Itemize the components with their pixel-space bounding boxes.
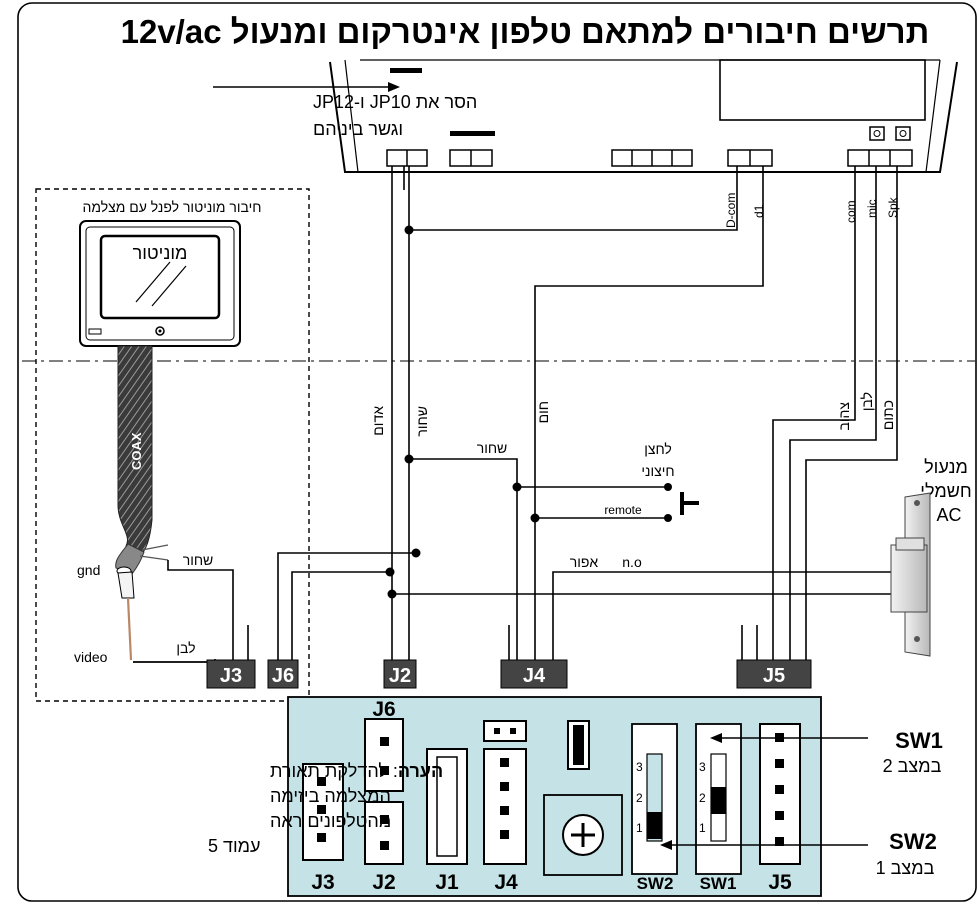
- pcb-label-sw2: SW2: [637, 874, 674, 893]
- note-line4: עמוד 5: [208, 836, 261, 856]
- sw2-tick-1: 1: [636, 821, 643, 835]
- lock-label-line2: חשמלי: [920, 481, 971, 501]
- coax-white-label: לבן: [176, 640, 195, 656]
- jumper-note-line2: וגשר ביניהם: [313, 119, 403, 139]
- button-black-label: שחור: [477, 440, 508, 456]
- wire-label-brown: חום: [535, 401, 551, 423]
- cable-connector-j6: J6: [272, 665, 294, 687]
- cable-connector-j5: J5: [763, 665, 785, 687]
- lock-label-line3: AC: [936, 505, 961, 525]
- electric-lock: [890, 492, 931, 657]
- cable-connector-j4: J4: [523, 665, 546, 687]
- terminal-block: [386, 126, 913, 167]
- pcb-label-j2: J2: [372, 871, 395, 894]
- monitor-section-box: [35, 188, 310, 702]
- sw1-position: במצב 2: [883, 756, 942, 776]
- sw2-name: SW2: [889, 829, 937, 854]
- terminal-label-spk: Spk: [886, 196, 900, 218]
- lock-label-line1: מנעול: [924, 457, 968, 477]
- cable-connectors: [206, 659, 812, 689]
- monitor-screen-label: מוניטור: [133, 243, 188, 263]
- pcb-label-j4: J4: [494, 871, 518, 894]
- coax-end: [115, 543, 169, 661]
- jumper-note-line1: הסר את JP10 ו-JP12: [313, 92, 477, 112]
- sw2-tick-3: 3: [636, 760, 643, 774]
- terminal-label-dcom: D-com: [724, 193, 738, 228]
- pcb-label-j3: J3: [311, 871, 334, 894]
- sw1-tick-2: 2: [699, 791, 706, 805]
- pcb-board: [287, 696, 822, 897]
- pcb-label-j1: J1: [435, 871, 459, 894]
- note-line2: המצלמה ביזימה: [270, 786, 391, 806]
- pcb-label-sw1: SW1: [700, 874, 737, 893]
- wires: [133, 166, 898, 663]
- external-button: [680, 492, 699, 515]
- monitor: [79, 220, 241, 347]
- sw1-tick-3: 3: [699, 760, 706, 774]
- junction-dots: [385, 225, 672, 599]
- note-bold: הערה: [398, 761, 443, 781]
- terminal-label-com: com: [844, 200, 858, 223]
- terminal-label-mic: mic: [865, 199, 879, 218]
- wire-label-yellow: צהוב: [836, 402, 852, 431]
- lock-gray-label: אפור: [570, 554, 599, 570]
- gnd-label: gnd: [77, 562, 100, 578]
- wire-label-red: אדום: [370, 406, 386, 436]
- lock-no-label: n.o: [622, 554, 642, 570]
- wire-label-black: שחור: [414, 406, 430, 437]
- note-line3: מהטלפונים ראה: [270, 811, 391, 831]
- button-label-line2: חיצוני: [641, 463, 674, 479]
- coax-label: COAX: [129, 432, 144, 470]
- wire-label-white: לבן: [859, 392, 875, 411]
- outer-frame: [17, 2, 977, 902]
- button-label-line1: לחצן: [644, 441, 672, 457]
- intercom-unit: [329, 59, 958, 173]
- wire-label-orange: כתום: [880, 400, 896, 430]
- cable-connector-j3: J3: [220, 665, 242, 687]
- note-line1: הערה: להדלקת תאורת: [270, 761, 443, 781]
- cable-connector-j2: J2: [389, 665, 411, 687]
- video-label: video: [74, 649, 108, 665]
- pcb-label-j6: J6: [372, 698, 395, 721]
- terminal-label-d1: d1: [752, 204, 766, 218]
- monitor-section-caption: חיבור מוניטור לפנל עם מצלמה: [83, 199, 262, 215]
- note-rest: : להדלקת תאורת: [270, 761, 398, 781]
- coax-black-label: שחור: [183, 552, 214, 568]
- sw2-position: במצב 1: [876, 858, 935, 878]
- remote-label: remote: [604, 503, 642, 517]
- sw1-tick-1: 1: [699, 821, 706, 835]
- page-title: תרשים חיבורים למתאם טלפון אינטרקום ומנעו…: [121, 13, 930, 50]
- sw2-tick-2: 2: [636, 791, 643, 805]
- sw1-name: SW1: [895, 728, 943, 753]
- pcb-label-j5: J5: [768, 871, 792, 894]
